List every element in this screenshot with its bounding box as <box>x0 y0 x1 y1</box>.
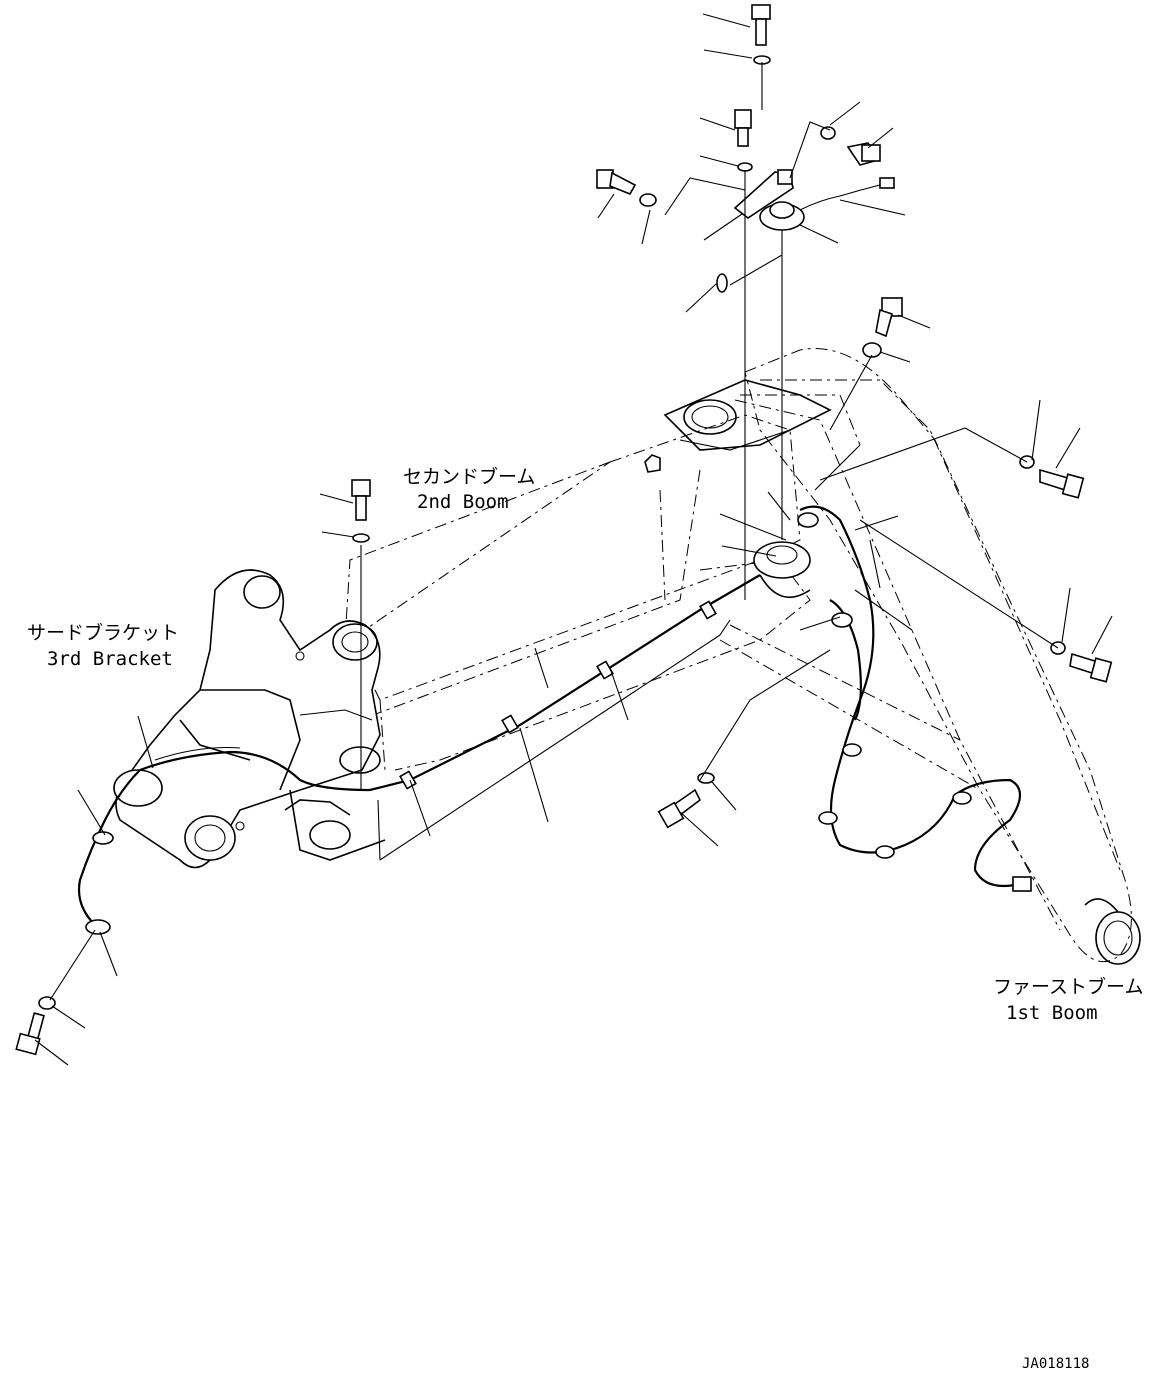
first-boom <box>734 348 1141 965</box>
right-fasteners <box>657 427 1113 829</box>
second-boom-label-jp: セカンドブーム <box>403 465 535 488</box>
text-labels: セカンドブーム 2nd Boom サードブラケット 3rd Bracket ファ… <box>27 465 1143 1372</box>
first-boom-label-jp: ファーストブーム <box>993 975 1143 998</box>
wiring-harness <box>77 505 1032 935</box>
callout-leaders <box>34 13 1113 1066</box>
second-boom-label-en: 2nd Boom <box>417 491 509 513</box>
third-bracket <box>113 569 386 869</box>
boom-fasteners <box>15 479 371 1056</box>
sensor-assembly <box>596 4 903 600</box>
first-boom-label-en: 1st Boom <box>1006 1002 1098 1024</box>
second-boom <box>344 379 981 791</box>
third-bracket-label-jp: サードブラケット <box>27 621 179 644</box>
drawing-reference: JA018118 <box>1022 1356 1089 1372</box>
third-bracket-label-en: 3rd Bracket <box>47 648 173 670</box>
